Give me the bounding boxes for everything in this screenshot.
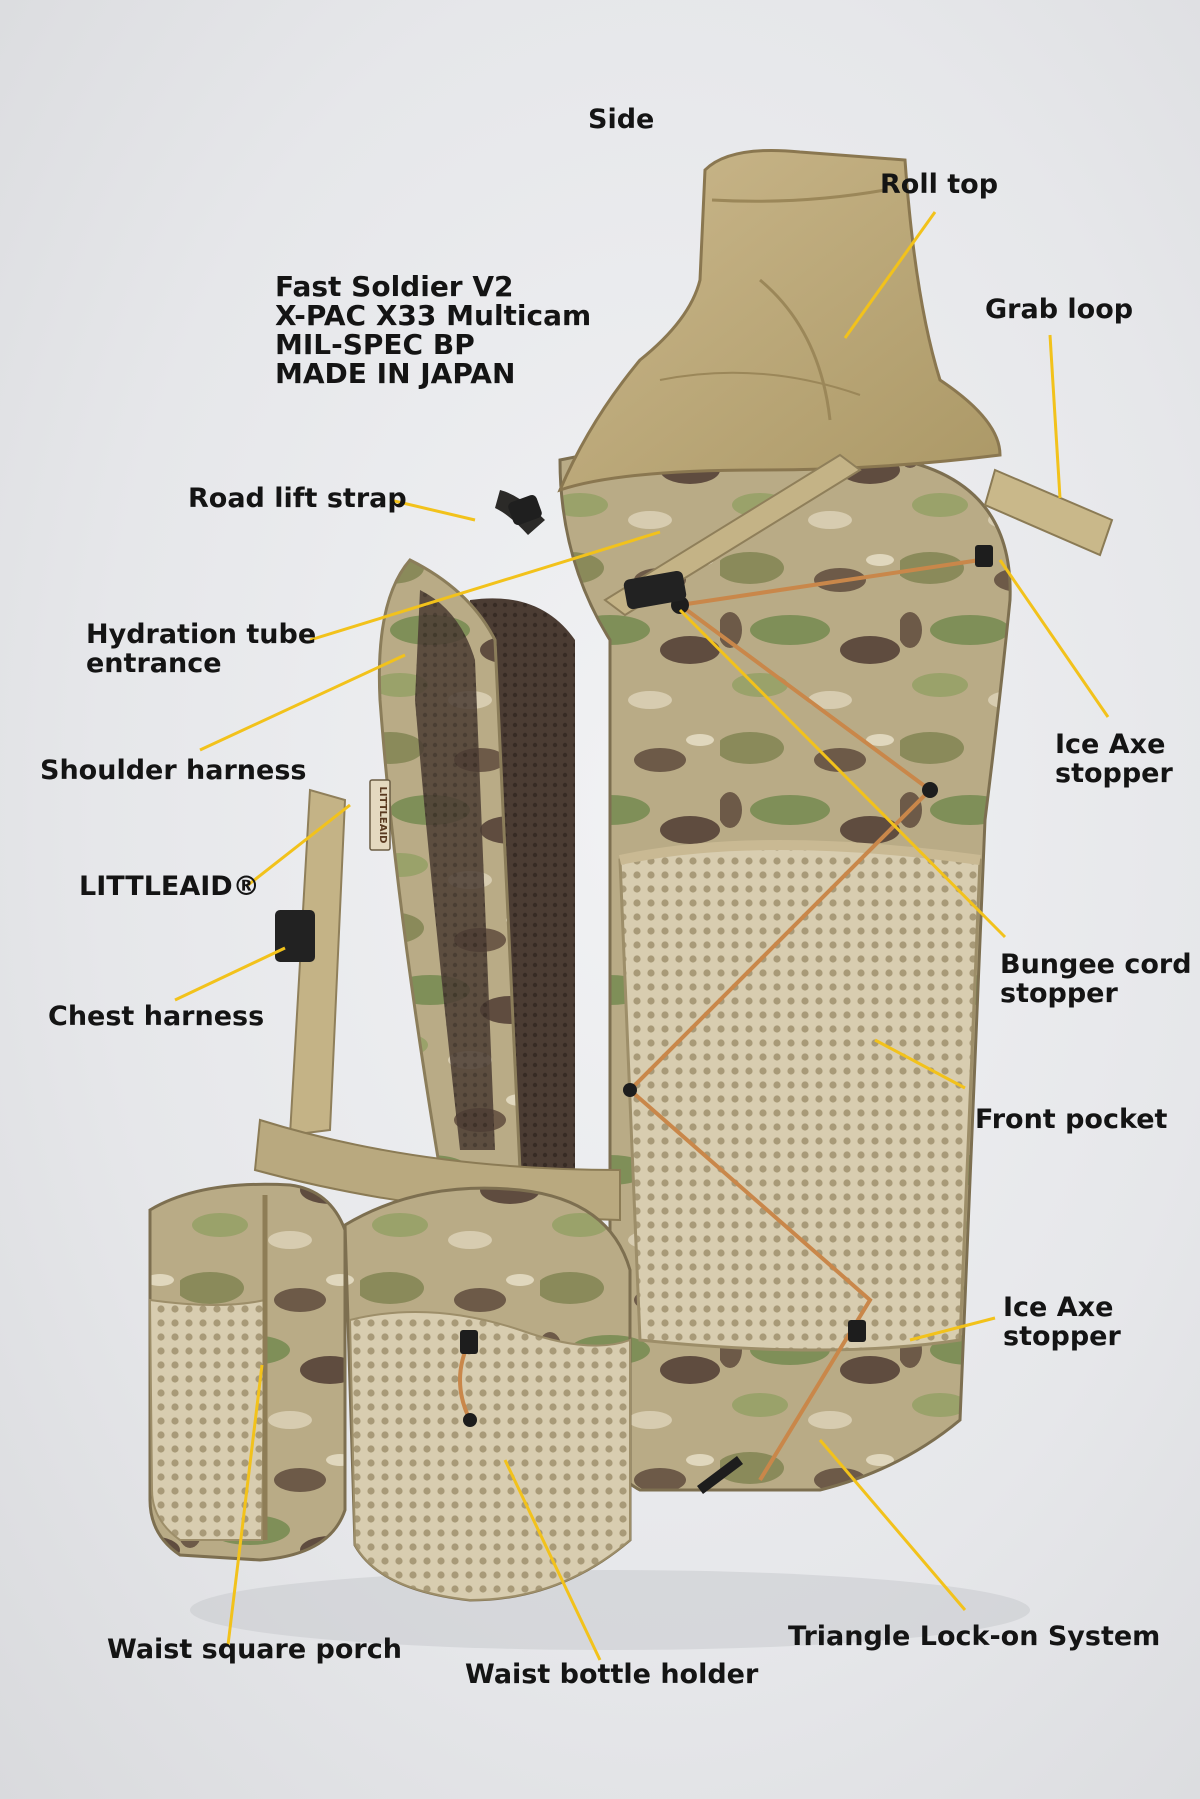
label-waist-square-porch: Waist square porch: [107, 1634, 402, 1665]
label-front-pocket: Front pocket: [975, 1104, 1168, 1135]
roll-top: [557, 149, 1002, 493]
chest-harness-buckle: [275, 910, 315, 962]
label-roll-top: Roll top: [880, 169, 999, 200]
floor-shadow: [190, 1570, 1030, 1650]
product-spec-block: Fast Soldier V2 X-PAC X33 Multicam MIL-S…: [275, 272, 591, 388]
label-road-lift-strap: Road lift strap: [188, 483, 407, 514]
spec-line: X-PAC X33 Multicam: [275, 299, 592, 332]
page-heading: Side: [588, 104, 655, 135]
label-grab-loop: Grab loop: [985, 294, 1134, 325]
callout-leader-lines: [174, 211, 1110, 1661]
label-waist-bottle-holder: Waist bottle holder: [465, 1659, 759, 1690]
littleaid-brand-tag: LITTLEAID: [377, 787, 388, 844]
grab-loop-webbing: [983, 468, 1114, 557]
label-chest-harness: Chest harness: [48, 1001, 265, 1032]
spec-line: Fast Soldier V2: [275, 270, 514, 303]
shoulder-pad-mesh: [415, 590, 495, 1150]
spec-line: MADE IN JAPAN: [275, 357, 516, 390]
label-littleaid: LITTLEAID®: [79, 871, 260, 902]
spec-line: MIL-SPEC BP: [275, 328, 475, 361]
label-shoulder-harness: Shoulder harness: [40, 755, 307, 786]
label-triangle-lock-on-system: Triangle Lock-on System: [788, 1621, 1161, 1652]
